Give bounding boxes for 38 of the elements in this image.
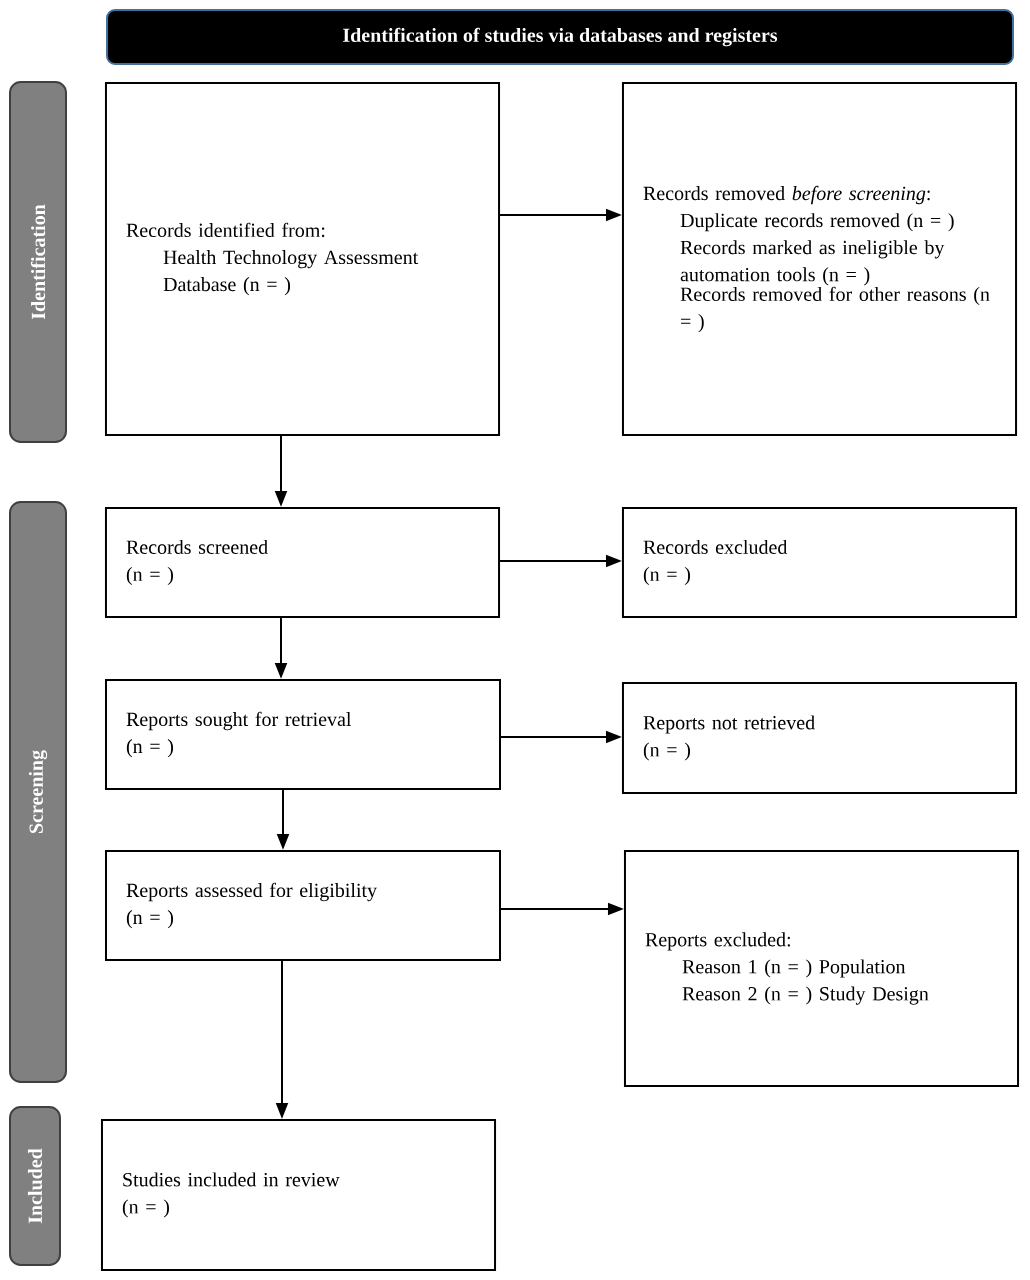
box-text: Studies included in review	[123, 1172, 340, 1187]
box-text: Records identified from:	[126, 222, 325, 238]
box-text: Records screened	[126, 539, 268, 554]
process-box	[104, 506, 501, 619]
box-text: Records removed for other reasons (n = )	[680, 286, 990, 333]
process-box	[621, 506, 1018, 619]
box-text: Duplicate records removed (n = )	[680, 213, 954, 232]
band-label: Included	[27, 1148, 43, 1224]
box-text: (n = )	[126, 739, 174, 758]
process-box	[105, 850, 501, 962]
process-box	[621, 82, 1018, 436]
box-text: Records removed before screening:	[643, 185, 930, 205]
band-label: Screening	[28, 750, 48, 833]
box-text: Health Technology Assessment Database (n = )	[163, 250, 419, 296]
title-banner	[106, 9, 1014, 65]
box-text: (n = )	[126, 567, 173, 586]
box-text: Reports not retrieved	[643, 715, 815, 734]
box-text: Reports assessed for eligibility	[126, 882, 377, 902]
stage-band	[9, 501, 67, 1083]
process-box	[623, 850, 1020, 1087]
box-text: (n = )	[122, 1199, 169, 1218]
process-box	[105, 678, 501, 791]
box-text: Reason 2 (n = ) Study Design	[682, 986, 929, 1005]
box-text: (n = )	[643, 742, 690, 761]
band-label: Identification	[30, 204, 46, 320]
box-text: Records excluded	[643, 539, 788, 554]
stage-band	[9, 1106, 61, 1266]
box-text: Reports sought for retrieval	[126, 711, 352, 731]
box-text: Reports excluded:	[645, 932, 790, 951]
process-box	[100, 1119, 497, 1271]
box-text: (n = )	[126, 910, 174, 929]
banner-title: Identification of studies via databases and registers	[343, 27, 778, 47]
process-box	[104, 82, 501, 436]
box-text: Records marked as ineligible by automation tools (n = )	[680, 240, 945, 286]
box-text: Reason 1 (n = ) Population	[682, 959, 906, 978]
box-text: (n = )	[643, 567, 690, 586]
stage-band	[9, 81, 67, 443]
process-box	[621, 682, 1018, 794]
